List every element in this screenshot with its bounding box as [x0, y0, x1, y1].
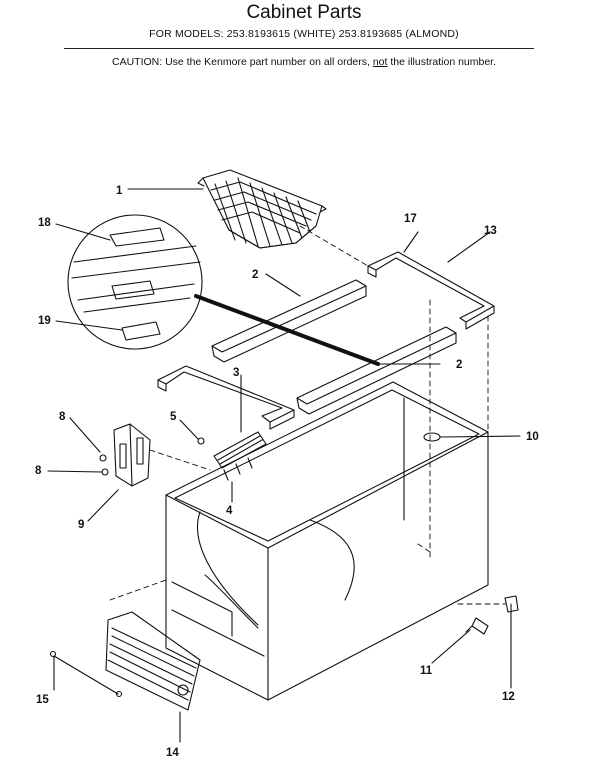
callout-13: 13	[484, 225, 497, 237]
breaker-strips	[211, 279, 457, 415]
screws	[49, 437, 205, 698]
grille	[105, 611, 201, 711]
model-numbers: FOR MODELS: 253.8193615 (WHITE) 253.8193…	[149, 28, 459, 40]
basket	[197, 169, 327, 249]
callout-3: 3	[233, 367, 239, 379]
thermostat	[213, 431, 267, 481]
caution-suffix: the illustration number.	[387, 56, 497, 68]
inset-detail	[67, 214, 203, 350]
callout-labels: 1 2 2 3 4 5 8 8 9 10 11 12 13 14 15 17 1…	[35, 185, 539, 759]
caution-note: CAUTION: Use the Kenmore part number on …	[0, 56, 608, 68]
callout-18: 18	[38, 217, 51, 229]
assembly-guides	[109, 225, 506, 661]
leader-lines	[47, 188, 521, 743]
drain-fitting	[465, 617, 489, 635]
caution-text: CAUTION: Use the Kenmore part number on …	[111, 56, 373, 68]
callout-10: 10	[526, 431, 539, 443]
callout-8-lower: 8	[35, 465, 42, 477]
callout-17: 17	[404, 213, 417, 225]
drain-plug	[423, 432, 441, 442]
header-divider	[64, 48, 534, 49]
cabinet-body	[165, 381, 489, 701]
hinge-bracket	[113, 423, 151, 487]
callout-12: 12	[502, 691, 515, 703]
callout-15: 15	[36, 694, 49, 706]
page-title: Cabinet Parts	[246, 2, 362, 23]
callout-14: 14	[166, 747, 179, 759]
caution-emphasis: not	[372, 56, 388, 68]
callout-2-upper: 2	[252, 269, 258, 281]
hinge-frame	[157, 251, 495, 430]
callout-9: 9	[78, 519, 84, 531]
callout-4: 4	[226, 505, 233, 517]
drain-cap	[504, 595, 519, 613]
callout-1: 1	[116, 185, 123, 197]
callout-2-lower: 2	[456, 359, 462, 371]
callout-11: 11	[420, 665, 433, 677]
callout-19: 19	[38, 315, 51, 327]
callout-8-upper: 8	[59, 411, 66, 423]
callout-5: 5	[170, 411, 177, 423]
